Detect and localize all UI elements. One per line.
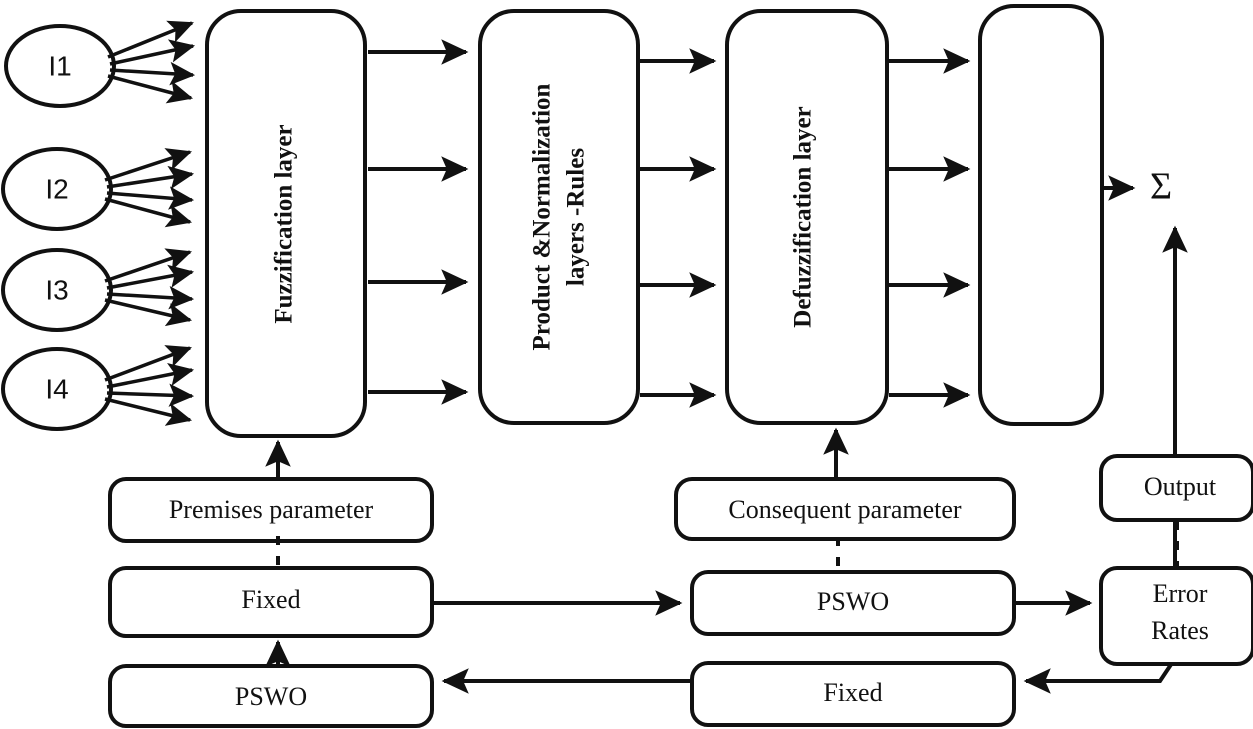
layer-box-defuzzification <box>725 9 889 425</box>
error-rates-label-line1: Error <box>1153 579 1208 608</box>
left-pswo-label: PSWO <box>235 682 307 711</box>
input-ellipse-i2 <box>1 147 113 231</box>
input-fanout-i4 <box>104 345 195 426</box>
layer-label-product-normalization-line1: Product &Normalization <box>529 83 556 350</box>
layer-product-normalization[interactable]: Product &Normalization layers -Rules <box>478 9 640 425</box>
input-fanout-i3 <box>104 248 195 327</box>
input-label-i3: I3 <box>45 274 68 305</box>
layer-defuzzification[interactable]: Defuzzification layer <box>725 9 889 425</box>
left-fixed-label: Fixed <box>241 585 300 614</box>
layer-fuzzification[interactable]: Fuzzification layer <box>205 9 367 438</box>
edges-fuzzification-to-product <box>368 39 469 405</box>
layer-label-defuzzification: Defuzzification layer <box>790 106 817 327</box>
layer-box-summation <box>978 4 1104 426</box>
input-node-i3[interactable]: I3 <box>1 248 113 332</box>
error-rates-label-line2: Rates <box>1151 616 1209 645</box>
layer-summation[interactable] <box>978 4 1104 426</box>
input-node-i1[interactable]: I1 <box>4 24 116 108</box>
input-fanout-i1 <box>107 20 196 104</box>
input-fanout-i2 <box>104 148 195 228</box>
block-right-pswo[interactable]: PSWO <box>690 570 1016 636</box>
layer-box-fuzzification <box>205 9 367 438</box>
right-fixed-box <box>690 661 1016 727</box>
layer-box-product-normalization <box>478 9 640 425</box>
layer-label-fuzzification: Fuzzification layer <box>271 124 298 323</box>
output-box <box>1099 454 1253 522</box>
input-node-i4[interactable]: I4 <box>1 347 113 431</box>
input-ellipse-i4 <box>1 347 113 431</box>
input-label-i2: I2 <box>45 173 68 204</box>
layer-label-product-normalization-line2: layers -Rules <box>563 148 590 286</box>
block-consequent-parameter[interactable]: Consequent parameter <box>674 477 1016 541</box>
block-output[interactable]: Output <box>1099 454 1253 522</box>
premises-parameter-label: Premises parameter <box>169 495 374 524</box>
right-fixed-label: Fixed <box>823 678 882 707</box>
edges-defuzzification-to-summation <box>889 48 971 408</box>
block-right-fixed[interactable]: Fixed <box>690 661 1016 727</box>
consequent-parameter-label: Consequent parameter <box>728 495 962 524</box>
edges-product-to-defuzzification <box>640 48 717 408</box>
input-label-i1: I1 <box>48 50 71 81</box>
block-left-fixed[interactable]: Fixed <box>108 566 434 638</box>
block-premises-parameter[interactable]: Premises parameter <box>108 477 434 543</box>
edge-errorrates-to-rightfixed <box>1023 661 1174 694</box>
sigma-symbol: Σ <box>1150 166 1172 208</box>
right-pswo-label: PSWO <box>817 587 889 616</box>
input-ellipse-i1 <box>4 24 116 108</box>
error-rates-box <box>1099 566 1253 666</box>
input-label-i4: I4 <box>45 373 68 404</box>
output-label: Output <box>1144 472 1217 501</box>
block-error-rates[interactable]: Error Rates <box>1099 566 1253 666</box>
input-node-i2[interactable]: I2 <box>1 147 113 231</box>
summation-output: Σ <box>1102 166 1172 208</box>
premises-parameter-box <box>108 477 434 543</box>
block-left-pswo[interactable]: PSWO <box>108 664 434 728</box>
consequent-parameter-box <box>674 477 1016 541</box>
input-ellipse-i3 <box>1 248 113 332</box>
